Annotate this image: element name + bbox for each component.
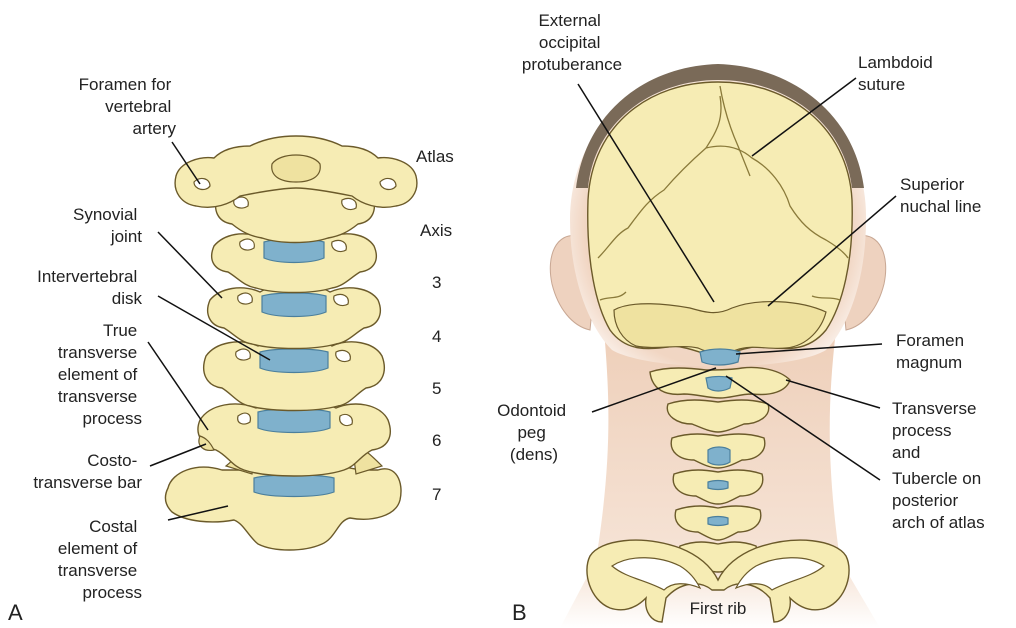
label-tubercle-atlas: Tubercle on posterior arch of atlas (892, 469, 986, 532)
label-costal-element: Costal element of transverse process (58, 517, 142, 602)
vertebra-c5 (204, 339, 385, 411)
label-superior-nuchal-line: Superior nuchal line (900, 175, 981, 216)
leader-synovial-joint (158, 232, 222, 298)
panel-b: External occipital protuberance Lambdoid… (497, 11, 986, 628)
panel-a: Foramen for vertebral artery Synovial jo… (8, 75, 454, 625)
label-first-rib: First rib (690, 599, 747, 618)
panel-letter-a: A (8, 600, 23, 625)
label-external-occipital: External occipital protuberance (522, 11, 622, 74)
level-4: 4 (432, 327, 441, 346)
label-foramen-vertebral-artery: Foramen for vertebral artery (79, 75, 177, 138)
label-transverse-process: Transverse process and (892, 399, 981, 462)
label-lambdoid-suture: Lambdoid suture (858, 53, 937, 94)
leader-true-transverse (148, 342, 208, 430)
level-6: 6 (432, 431, 441, 450)
label-costotransverse-bar: Costo- transverse bar (33, 451, 142, 492)
level-3: 3 (432, 273, 441, 292)
level-7: 7 (432, 485, 441, 504)
level-5: 5 (432, 379, 441, 398)
panel-letter-b: B (512, 600, 527, 625)
label-foramen-magnum: Foramen magnum (896, 331, 969, 372)
level-axis: Axis (420, 221, 452, 240)
label-true-transverse: True transverse element of transverse pr… (58, 321, 142, 428)
label-odontoid-peg: Odontoid peg (dens) (497, 401, 571, 464)
leader-costotransverse-bar (150, 444, 206, 466)
level-atlas: Atlas (416, 147, 454, 166)
label-synovial-joint: Synovial joint (73, 205, 142, 246)
label-intervertebral-disk: Intervertebral disk (37, 267, 142, 308)
